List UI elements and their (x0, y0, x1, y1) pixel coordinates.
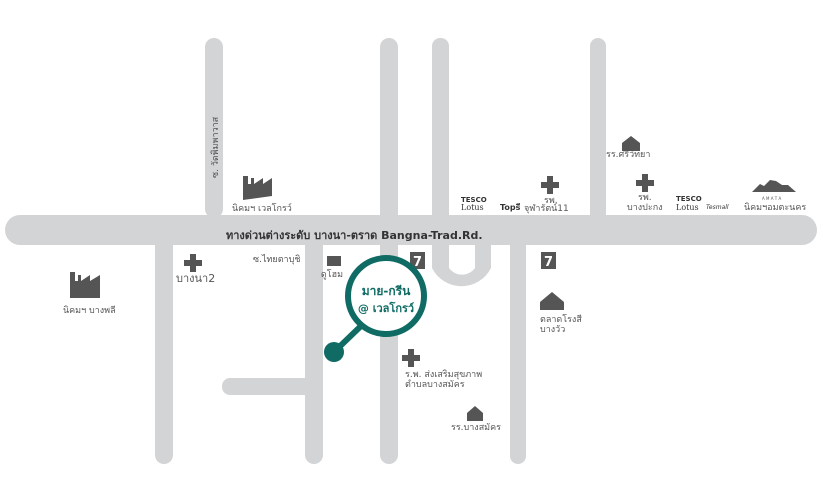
hospital-cross-icon (636, 174, 654, 192)
location-pin[interactable]: มาย-กรีน @ เวลโกรว์ (324, 255, 427, 362)
main-road (5, 215, 817, 245)
tops-logo: Topsี (500, 202, 521, 212)
amata-logo-icon (752, 180, 796, 192)
road-vertical-right (590, 38, 606, 228)
place-amata: นิคมฯอมตะนคร (744, 202, 806, 213)
road-vertical-uturn-top (432, 38, 449, 228)
place-dohome: ดูโฮม (321, 269, 343, 280)
svg-text:7: 7 (413, 255, 422, 270)
tesco-lotus-logo-text: Lotus (461, 203, 484, 212)
hospital-cross-icon (541, 176, 559, 194)
school-icon (467, 406, 483, 421)
place-chularat-name: จุฬารัตน์11 (524, 202, 569, 214)
place-bangsamak-school: รร.บางสมัคร (451, 423, 501, 433)
road-vertical-center (380, 38, 398, 464)
place-market-name: ตลาดโรงสี (540, 314, 582, 325)
place-health-center: ร.พ. ส่งเสริมสุขภาพ (405, 369, 482, 380)
place-bangna2: บางนา2 (176, 272, 215, 285)
pin-title: มาย-กรีน (362, 284, 411, 298)
hospital-cross-icon (184, 254, 202, 272)
dohome-logo-icon (327, 256, 341, 266)
school-icon (622, 136, 640, 151)
roads (5, 38, 817, 464)
side-road-label: ซ. วัดพิมพาวาส (210, 116, 221, 178)
road-soi-thai (305, 230, 323, 464)
road-spur (222, 378, 322, 395)
soi-label: ซ.ไทยตาบุชิ (253, 254, 300, 265)
market-icon (540, 292, 564, 310)
place-bangpakong-label: รพ. (638, 193, 652, 203)
place-market-area: บางวัว (540, 325, 565, 335)
place-chularat-label: รพ. (544, 196, 558, 206)
amata-brand: A M A T A (762, 196, 781, 201)
tesco-lotus-logo: TESCO (676, 195, 702, 203)
seven-eleven-icon: 7 (541, 252, 556, 270)
place-health-center-area: ตำบลบางสมัคร (405, 379, 465, 390)
place-sriwittaya-school: รร.ศรีวิทยา (606, 149, 650, 160)
place-wellgrow-estate: นิคมฯ เวลโกรว์ (232, 202, 292, 214)
seven-eleven-icon: 7 (410, 252, 425, 270)
svg-text:7: 7 (544, 255, 553, 270)
tesco-lotus-logo-text: Lotus (676, 203, 699, 212)
factory-icon (70, 272, 100, 298)
place-bangpakong-name: บางปะกง (627, 203, 663, 213)
road-vertical-market (510, 230, 526, 464)
factory-icon (243, 176, 272, 200)
tesco-mall-logo: Tesmall (706, 204, 729, 211)
tesco-lotus-logo: TESCO (461, 196, 487, 204)
road-vertical-left (155, 230, 173, 464)
main-road-label: ทางด่วนต่างระดับ บางนา-ตราด Bangna-Trad.… (226, 229, 483, 242)
hospital-cross-icon (402, 349, 420, 367)
pin-subtitle: @ เวลโกรว์ (358, 301, 414, 315)
road-vertical-wat (205, 38, 223, 218)
place-bangphli-estate: นิคมฯ บางพลี (63, 305, 116, 316)
